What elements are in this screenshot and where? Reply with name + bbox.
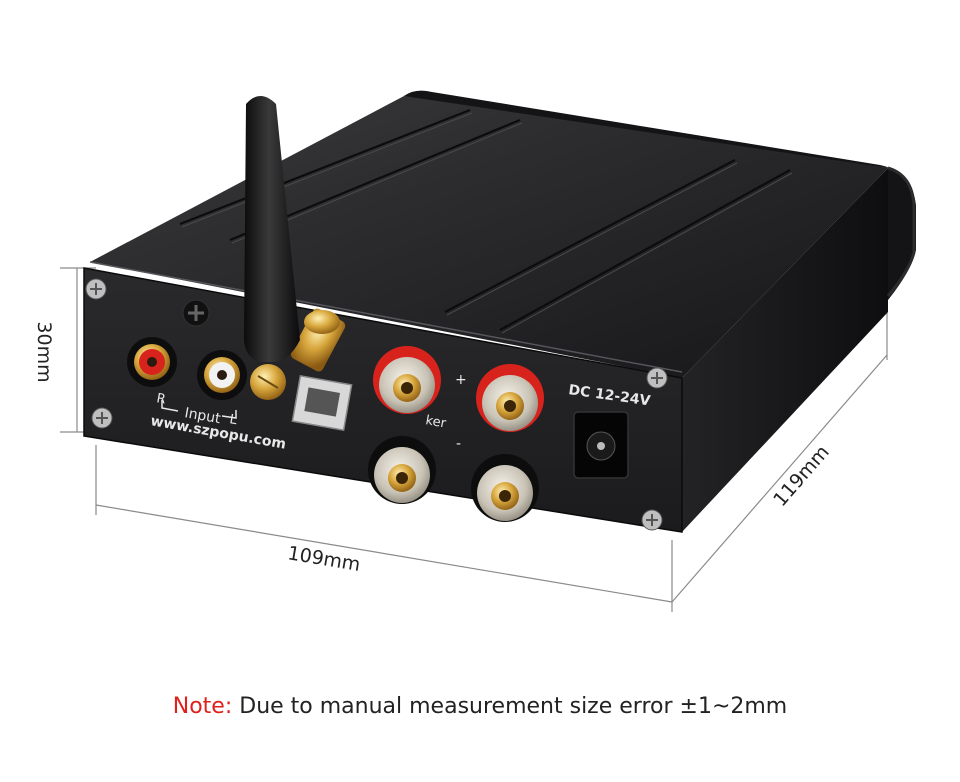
plus-label: +: [455, 372, 467, 388]
width-dimension: [95, 445, 673, 612]
note-label: Note:: [172, 694, 233, 719]
screw-icon: [85, 278, 107, 300]
ground-screw-icon: [182, 299, 210, 327]
measurement-note: Note: Due to manual measurement size err…: [0, 694, 960, 719]
usb-port: [291, 374, 353, 432]
input-bracket: [161, 400, 237, 419]
rca-jack-right: [127, 337, 177, 387]
screw-icon: [641, 509, 663, 531]
binding-post-red-left: [373, 346, 441, 414]
width-label: 109mm: [286, 542, 362, 576]
note-text: Due to manual measurement size error ±1~…: [239, 694, 788, 719]
screw-icon: [91, 407, 113, 429]
l-label: L: [228, 412, 238, 428]
rca-jack-left: [197, 350, 247, 400]
minus-label: -: [456, 436, 461, 452]
binding-post-red-right: [476, 364, 544, 432]
antenna-icon: [244, 96, 300, 362]
height-label: 30mm: [33, 321, 55, 382]
antenna-connector: [250, 308, 346, 400]
dc-power-jack: [573, 411, 629, 479]
binding-post-black-left: [368, 436, 436, 504]
amplifier-housing: [83, 90, 916, 533]
input-label: Input: [183, 405, 222, 427]
binding-post-black-right: [471, 454, 539, 522]
depth-dimension: [671, 312, 888, 603]
r-label: R: [155, 391, 167, 407]
screw-icon: [646, 367, 668, 389]
speaker-label: ker: [424, 413, 447, 431]
depth-label: 119mm: [769, 441, 834, 511]
